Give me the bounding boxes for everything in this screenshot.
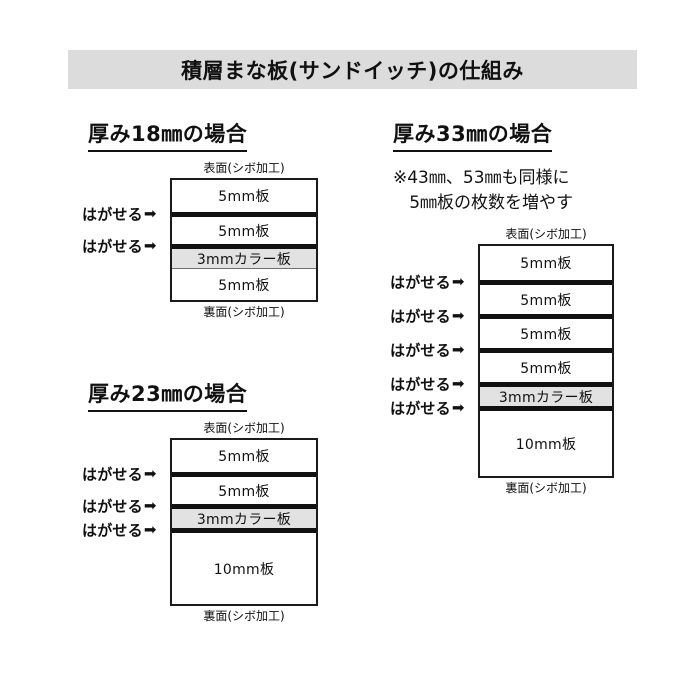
arrow-right-icon: ➡ — [143, 236, 157, 255]
board-stack-33mm: 5mm板 5mm板 5mm板 5mm板 3mmカラー板 10mm板 — [478, 244, 614, 479]
board-layer-label: 5mm板 — [218, 483, 270, 500]
arrow-right-icon: ➡ — [143, 496, 157, 515]
board-layer-label: 5mm板 — [218, 277, 270, 294]
peelable-marker: はがせる➡ — [82, 236, 156, 257]
arrow-right-icon: ➡ — [143, 520, 157, 539]
board-layer-label: 5mm板 — [520, 256, 572, 273]
peelable-marker: はがせる➡ — [390, 272, 464, 293]
board-layer: 5mm板 — [480, 348, 612, 383]
section-heading-18mm: 厚み18㎜の場合 — [88, 118, 248, 152]
front-face-label-33mm: 表面(シボ加工) — [505, 227, 587, 241]
arrow-right-icon: ➡ — [143, 204, 157, 223]
peelable-marker: はがせる➡ — [390, 398, 464, 419]
peelable-label: はがせる — [82, 497, 143, 516]
peelable-label: はがせる — [82, 237, 143, 256]
board-layer: 3mmカラー板 — [172, 244, 316, 269]
board-layer: 5mm板 — [172, 440, 316, 473]
section-heading-33mm: 厚み33㎜の場合 — [393, 118, 553, 152]
note-thicker-sizes: ※43㎜、53㎜も同様に 5㎜板の枚数を増やす — [393, 168, 574, 213]
peelable-marker: はがせる➡ — [390, 306, 464, 327]
arrow-right-icon: ➡ — [451, 340, 465, 359]
board-layer: 3mmカラー板 — [480, 382, 612, 407]
peelable-marker: はがせる➡ — [82, 464, 156, 485]
page-title: 積層まな板(サンドイッチ)の仕組み — [181, 58, 524, 83]
section-heading-23mm: 厚み23㎜の場合 — [88, 378, 248, 412]
board-layer: 10mm板 — [172, 528, 316, 605]
arrow-right-icon: ➡ — [143, 464, 157, 483]
diagram-23mm: 表面(シボ加工) 5mm板 5mm板 3mmカラー板 10mm板 裏面(シボ加工) — [170, 421, 318, 624]
back-face-label-23mm: 裏面(シボ加工) — [203, 609, 285, 624]
board-layer-label: 10mm板 — [515, 436, 577, 453]
board-layer-label: 5mm板 — [520, 360, 572, 377]
board-layer-label: 5mm板 — [520, 292, 572, 309]
peelable-label: はがせる — [390, 399, 451, 418]
front-face-label-18mm: 表面(シボ加工) — [203, 161, 285, 175]
board-layer: 5mm板 — [172, 212, 316, 245]
board-layer: 5mm板 — [172, 472, 316, 505]
board-layer: 10mm板 — [480, 406, 612, 477]
peelable-label: はがせる — [82, 521, 143, 540]
peelable-label: はがせる — [82, 465, 143, 484]
board-layer-label: 10mm板 — [213, 561, 275, 578]
arrow-right-icon: ➡ — [451, 398, 465, 417]
peelable-label: はがせる — [390, 341, 451, 360]
back-face-label-18mm: 裏面(シボ加工) — [203, 305, 285, 320]
peelable-label: はがせる — [390, 307, 451, 326]
board-layer-label: 5mm板 — [218, 223, 270, 240]
peelable-marker: はがせる➡ — [82, 496, 156, 517]
diagram-33mm: 表面(シボ加工) 5mm板 5mm板 5mm板 5mm板 3mmカラー板 10mm板 裏面… — [478, 227, 614, 496]
board-layer: 5mm板 — [172, 180, 316, 213]
diagram-18mm: 表面(シボ加工) 5mm板 5mm板 3mmカラー板 5mm板 裏面(シボ加工) — [170, 161, 318, 320]
board-layer: 5mm板 — [480, 314, 612, 349]
arrow-right-icon: ➡ — [451, 374, 465, 393]
peelable-label: はがせる — [390, 273, 451, 292]
board-stack-18mm: 5mm板 5mm板 3mmカラー板 5mm板 — [170, 178, 318, 303]
board-layer: 3mmカラー板 — [172, 504, 316, 529]
peelable-marker: はがせる➡ — [390, 340, 464, 361]
peelable-marker: はがせる➡ — [82, 204, 156, 225]
board-layer: 5mm板 — [172, 268, 316, 301]
board-layer: 5mm板 — [480, 280, 612, 315]
peelable-marker: はがせる➡ — [390, 374, 464, 395]
page-title-band: 積層まな板(サンドイッチ)の仕組み — [68, 50, 637, 89]
arrow-right-icon: ➡ — [451, 272, 465, 291]
board-layer-label: 3mmカラー板 — [498, 389, 594, 406]
board-layer-label: 5mm板 — [218, 189, 270, 206]
peelable-label: はがせる — [82, 205, 143, 224]
back-face-label-33mm: 裏面(シボ加工) — [505, 481, 587, 496]
board-layer-label: 5mm板 — [520, 326, 572, 343]
board-layer-label: 3mmカラー板 — [196, 511, 292, 528]
peelable-label: はがせる — [390, 375, 451, 394]
arrow-right-icon: ➡ — [451, 306, 465, 325]
peelable-marker: はがせる➡ — [82, 520, 156, 541]
board-layer-label: 3mmカラー板 — [196, 251, 292, 268]
board-layer-label: 5mm板 — [218, 449, 270, 466]
board-layer: 5mm板 — [480, 246, 612, 281]
front-face-label-23mm: 表面(シボ加工) — [203, 421, 285, 435]
board-stack-23mm: 5mm板 5mm板 3mmカラー板 10mm板 — [170, 438, 318, 607]
